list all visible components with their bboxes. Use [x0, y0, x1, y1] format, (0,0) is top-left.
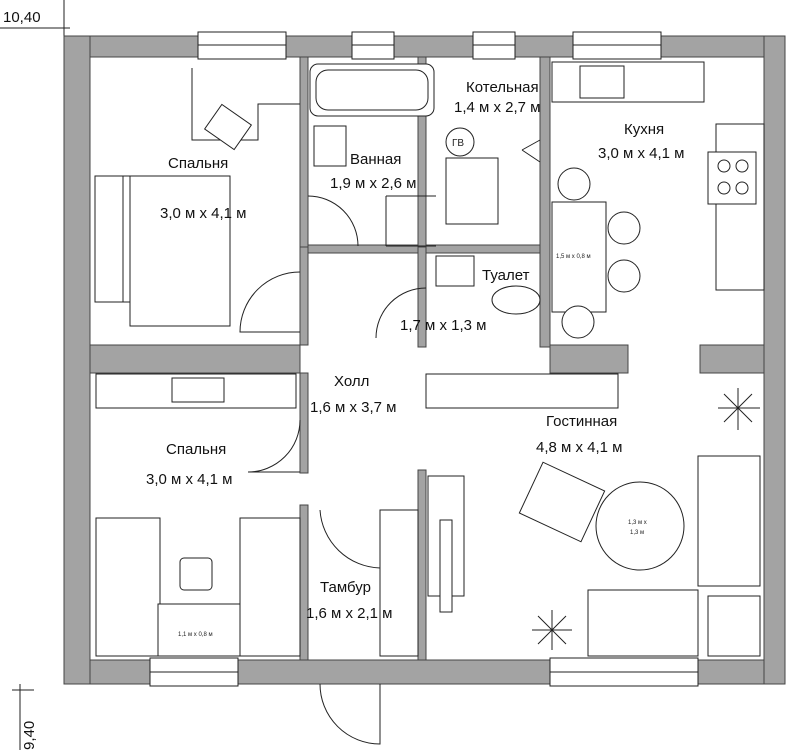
sink-icon [579, 65, 625, 99]
svg-text:3,0 м x 4,1 м: 3,0 м x 4,1 м [146, 471, 233, 488]
kitchen: 1,5 м x 0,8 м Кухня 3,0 м x 4,1 м [551, 61, 765, 339]
door-swing-icon [319, 683, 381, 745]
svg-text:Гостинная: Гостинная [546, 413, 617, 430]
armchair-icon [518, 461, 606, 543]
sofa-icon [697, 455, 761, 587]
height-dimension-label: 9,40 [21, 721, 38, 750]
bed-icon [95, 517, 161, 657]
left-dimension: 9,40 [12, 684, 38, 750]
vestibule: Тамбур 1,6 м x 2,1 м [306, 475, 465, 745]
svg-text:1,7 м x 1,3 м: 1,7 м x 1,3 м [400, 317, 487, 334]
sink-icon [435, 255, 475, 287]
bedroom-bottom: 1,1 м x 0,8 м Спальня 3,0 м x 4,1 м [95, 373, 301, 657]
bathroom: Ванная 1,9 м x 2,6 м [307, 63, 436, 247]
svg-text:1,1 м x 0,8 м: 1,1 м x 0,8 м [178, 632, 213, 638]
svg-text:Тамбур: Тамбур [320, 579, 371, 596]
width-dimension-label: 10,40 [3, 9, 41, 26]
sofa-icon [587, 589, 699, 657]
svg-text:Спальня: Спальня [166, 441, 226, 458]
svg-text:1,4 м x 2,7 м: 1,4 м x 2,7 м [454, 99, 541, 116]
svg-text:1,6 м x 2,1 м: 1,6 м x 2,1 м [306, 605, 393, 622]
door-swing-icon [307, 195, 359, 247]
svg-text:1,6 м x 3,7 м: 1,6 м x 3,7 м [310, 399, 397, 416]
svg-text:1,3 м: 1,3 м [630, 530, 644, 536]
svg-text:3,0 м x 4,1 м: 3,0 м x 4,1 м [598, 145, 685, 162]
svg-text:Ванная: Ванная [350, 151, 401, 168]
room-size-bedroom-top: 3,0 м x 4,1 м [160, 205, 247, 222]
stove-icon [707, 151, 757, 205]
door-swing-icon [247, 419, 301, 473]
boiler-icon [445, 157, 499, 225]
interior-walls [89, 56, 765, 661]
armchair-icon [203, 103, 253, 151]
toilet-room: Туалет 1,7 м x 1,3 м [375, 255, 541, 339]
door-swing-icon [375, 287, 427, 339]
svg-text:Холл: Холл [334, 373, 369, 390]
bedroom-top: Спальня 3,0 м x 4,1 м [94, 68, 301, 333]
door-swing-icon [239, 271, 301, 333]
toilet-icon [491, 285, 541, 315]
room-name-bedroom-top: Спальня [168, 155, 228, 172]
svg-text:Кухня: Кухня [624, 121, 664, 138]
living-room: 1,3 м x 1,3 м Гостинная 4,8 м x 4,1 м [425, 373, 761, 657]
door-swing-icon [319, 509, 381, 569]
top-dimension: 10,40 [0, 0, 70, 36]
svg-text:ГВ: ГВ [452, 138, 464, 149]
tv-icon [439, 519, 453, 613]
svg-text:4,8 м x 4,1 м: 4,8 м x 4,1 м [536, 439, 623, 456]
svg-text:1,3 м x: 1,3 м x [628, 520, 647, 526]
sink-icon [313, 125, 347, 167]
hall: Холл 1,6 м x 3,7 м [247, 373, 397, 473]
plant-icon [532, 388, 760, 650]
armchair-icon [179, 557, 213, 591]
boiler-room: ГВ Котельная 1,4 м x 2,7 м [445, 79, 541, 225]
svg-text:1,9 м x 2,6 м: 1,9 м x 2,6 м [330, 175, 417, 192]
bed-icon [239, 517, 301, 657]
svg-text:Туалет: Туалет [482, 267, 530, 284]
windows [149, 31, 699, 687]
svg-text:Котельная: Котельная [466, 79, 539, 96]
svg-text:1,5 м x 0,8 м: 1,5 м x 0,8 м [556, 254, 591, 260]
tv-icon [171, 377, 225, 403]
